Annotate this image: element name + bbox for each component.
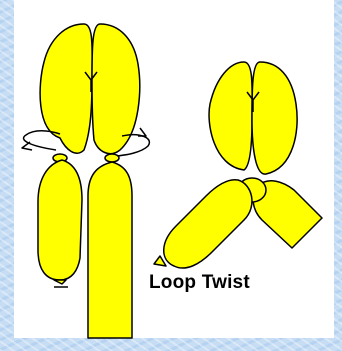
caption-label: Loop Twist: [149, 272, 250, 294]
left-lower-bubble: [38, 160, 82, 280]
right-loop-bubble-left: [209, 62, 252, 170]
left-loop-bubble-left: [40, 24, 92, 153]
left-nozzle: [54, 280, 66, 284]
left-tail-balloon: [88, 162, 132, 338]
twist-knot-right: [105, 154, 119, 162]
left-arm-balloon: [164, 180, 252, 268]
right-loop-bubble-right: [252, 62, 297, 174]
